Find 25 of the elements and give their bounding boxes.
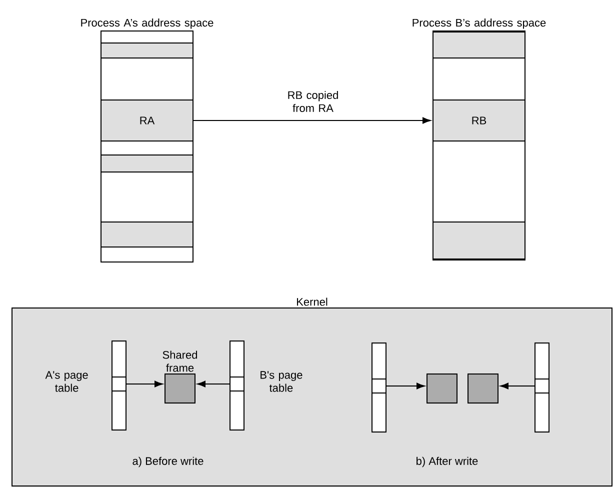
memory-region xyxy=(100,42,194,58)
memory-region xyxy=(432,222,526,260)
table-label: A's page table xyxy=(45,371,88,392)
memory-region xyxy=(100,222,194,248)
column-heading: Process B’s address space xyxy=(412,18,546,29)
kernel-label: Kernel xyxy=(297,298,328,306)
arrow xyxy=(197,380,230,388)
page-frame xyxy=(468,373,498,404)
column-heading: Process A’s address space xyxy=(81,18,214,29)
frame-label: Shared frame xyxy=(162,350,198,372)
arrow xyxy=(126,380,163,388)
memory-region xyxy=(432,32,526,58)
arrow xyxy=(193,117,431,124)
caption: b) After write xyxy=(416,456,478,468)
caption: a) Before write xyxy=(132,456,204,468)
arrow xyxy=(500,382,535,390)
page-frame xyxy=(426,373,458,404)
memory-region: RA xyxy=(100,100,194,142)
memory-region xyxy=(100,154,194,172)
memory-region: RB xyxy=(432,100,526,142)
page-table xyxy=(534,342,550,432)
arrow xyxy=(386,382,425,390)
edge-label: RB copied from RA xyxy=(288,90,338,112)
page-table xyxy=(372,342,386,432)
table-label: B's page table xyxy=(260,371,302,392)
